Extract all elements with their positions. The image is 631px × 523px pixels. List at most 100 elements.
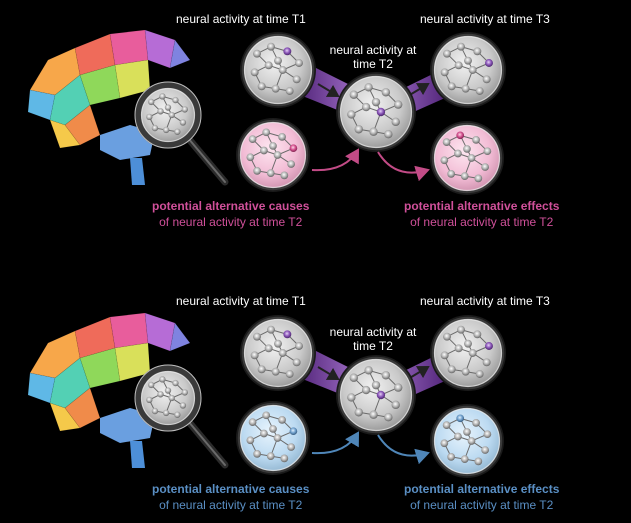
top-t3-accent-neuron <box>485 59 493 67</box>
top-t1-neuron <box>271 84 280 93</box>
bottom-magnifier-neuron <box>148 381 155 389</box>
bottom-panel <box>27 312 506 478</box>
top-magnifier-neuron <box>148 98 155 106</box>
top-t3-neuron <box>482 75 491 84</box>
top-flow-arrow-t1-t2 <box>317 83 340 98</box>
bottom-magnifier-neuron <box>179 402 187 409</box>
bottom-alt-effect-arrow <box>377 434 430 465</box>
bottom-t1-neuron <box>292 358 301 367</box>
bottom-brain-facet <box>169 322 191 352</box>
bottom-alt-effect-neuron <box>460 455 469 463</box>
effects-caption-bottom: potential alternative effects of neural … <box>404 482 559 512</box>
bottom-t3-disc <box>430 315 506 391</box>
top-t1-neuron <box>264 61 273 70</box>
bottom-alt-cause-disc-ring <box>239 404 307 472</box>
bottom-brain <box>27 312 229 469</box>
top-t3-neuron <box>461 84 470 93</box>
bottom-alt-effect-neuron <box>472 419 480 427</box>
bottom-magnifier-neuron <box>172 379 179 387</box>
bottom-alt-effect-disc-ring <box>433 407 501 475</box>
top-alt-cause-neuron <box>253 167 261 175</box>
top-t1-accent-neuron <box>283 47 292 56</box>
top-alt-effect-neuron <box>447 170 455 178</box>
bottom-brain-stem <box>130 441 145 468</box>
top-alt-effect-disc <box>430 121 504 195</box>
top-magnifier-neuron <box>157 108 164 115</box>
top-alt-effect-accent-neuron <box>456 131 465 140</box>
bottom-alt-effect-neuron <box>481 446 489 454</box>
top-t1-neuron <box>295 59 303 67</box>
label-t3-bottom: neural activity at time T3 <box>420 294 550 308</box>
top-t1-neuron <box>274 56 282 65</box>
top-t2-neuron <box>371 97 381 107</box>
bottom-magnifier-neuron <box>168 394 175 402</box>
bottom-alt-cause-neuron <box>253 450 261 458</box>
top-t2-neuron <box>394 100 403 109</box>
bottom-t2-disc-ring <box>339 358 413 432</box>
label-t1-top: neural activity at time T1 <box>176 12 306 26</box>
bottom-t2-neuron <box>369 410 378 419</box>
top-alt-effect-neuron <box>472 136 480 144</box>
bottom-t2-neuron <box>347 393 356 402</box>
top-alt-cause-neuron <box>260 146 268 155</box>
top-t1-neuron <box>267 42 275 51</box>
top-alt-effect-neuron <box>474 174 483 183</box>
bottom-alt-effect-neuron <box>440 439 449 448</box>
bottom-magnifier-rim-highlight <box>134 364 202 432</box>
bottom-t2-neuron <box>391 400 400 410</box>
label-t3-top: neural activity at time T3 <box>420 12 550 26</box>
top-t3-neuron <box>457 42 465 51</box>
bottom-t2-neuron <box>384 413 393 422</box>
bottom-alt-effect-neuron <box>463 428 471 436</box>
bottom-t1-neuron <box>271 367 280 376</box>
top-alt-cause-disc-ring <box>239 121 307 189</box>
top-alt-cause-neuron <box>266 169 275 177</box>
bottom-alt-cause-neuron <box>278 416 286 424</box>
bottom-t3-neuron <box>440 351 449 360</box>
bottom-t2-neuron <box>371 380 381 390</box>
top-brain-stem <box>130 158 145 185</box>
top-t3-neuron <box>454 61 463 70</box>
top-alt-effect-neuron <box>440 156 449 165</box>
top-alt-effect-neuron <box>454 149 462 158</box>
effects-sub-top: of neural activity at time T2 <box>410 215 554 229</box>
bottom-magnifier-neuron <box>146 396 153 404</box>
bottom-alt-cause-neuron <box>269 425 277 433</box>
bottom-t2-neuron <box>361 385 371 395</box>
bottom-t3-disc-ring <box>433 318 503 388</box>
bottom-t2-accent-neuron <box>376 390 386 400</box>
top-magnifier-neuron <box>162 126 170 134</box>
top-t3-neuron <box>475 87 484 95</box>
top-magnifier-rim-highlight <box>134 81 202 149</box>
bottom-t1-neuron <box>253 332 261 341</box>
bottom-t3-neuron <box>468 349 477 357</box>
bottom-t1-disc-ring <box>243 318 313 388</box>
effects-caption-top: potential alternative effects of neural … <box>404 199 559 229</box>
bottom-magnifier-neuron <box>162 409 170 417</box>
bottom-t2-disc <box>336 355 416 435</box>
top-t2-neuron <box>364 83 373 92</box>
top-alt-cause-neuron <box>273 151 282 159</box>
bottom-alt-cause-neuron <box>266 452 275 460</box>
bottom-t3-neuron <box>461 367 470 376</box>
bottom-t1-neuron <box>250 351 259 360</box>
top-magnifier-disc <box>137 84 199 146</box>
bottom-t2-neuron <box>354 408 363 417</box>
top-t2-neuron <box>384 130 393 139</box>
top-t3-neuron <box>447 82 456 91</box>
bottom-alt-effect-neuron <box>474 457 483 466</box>
bottom-magnifier-handle-shine <box>187 420 226 466</box>
top-alt-effect-neuron <box>460 172 469 180</box>
top-t2-neuron <box>381 88 391 97</box>
bottom-t1-neuron <box>285 370 294 378</box>
top-t3-neuron <box>440 68 449 77</box>
top-t3-neuron <box>468 66 477 74</box>
bottom-t1-neuron <box>264 344 273 353</box>
top-t1-neuron <box>257 82 266 91</box>
top-t3-disc-ring <box>433 35 503 105</box>
top-t2-neuron <box>369 127 378 136</box>
bottom-alt-cause-neuron <box>260 429 268 438</box>
top-alt-effect-neuron <box>463 145 471 153</box>
top-magnifier-neuron <box>151 124 159 132</box>
bottom-magnifier-neuron <box>151 407 159 415</box>
